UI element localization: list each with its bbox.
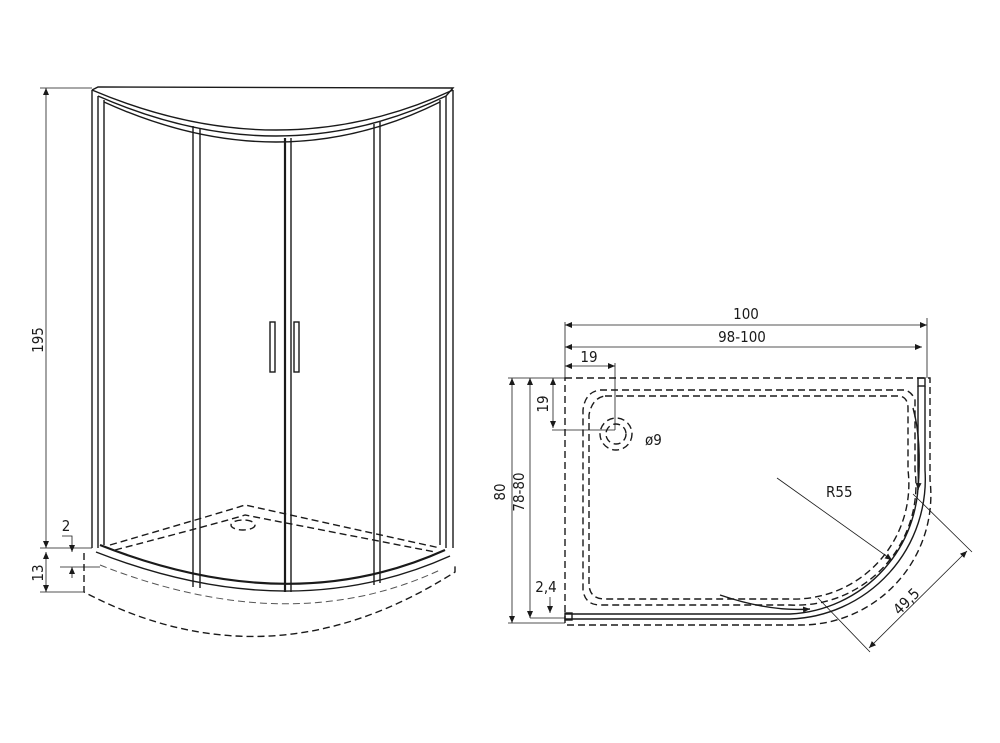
dimension-195: 195 bbox=[29, 87, 92, 549]
dimension-78-80: 78-80 bbox=[510, 378, 565, 619]
dimension-80: 80 bbox=[491, 377, 565, 624]
drain-offset-x-label: 19 bbox=[580, 348, 597, 366]
dimension-2: 2 bbox=[60, 517, 100, 578]
enclosure-frame bbox=[91, 86, 455, 592]
drain-inner bbox=[605, 423, 627, 445]
dimension-drain-y: 19 bbox=[534, 378, 615, 431]
enclosure-plan bbox=[564, 377, 926, 621]
drain-offset-y-label: 19 bbox=[534, 395, 552, 412]
tray-offset-label: 2 bbox=[62, 517, 71, 535]
drain-outer bbox=[599, 417, 633, 451]
profile-width-label: 2,4 bbox=[535, 578, 556, 596]
shower-tray-outline bbox=[83, 504, 456, 638]
radius-label: R55 bbox=[826, 483, 853, 501]
depth-total-label: 80 bbox=[491, 483, 509, 500]
drain-diameter-label: ø9 bbox=[645, 431, 662, 449]
plan-view: 100 98-100 19 19 ø9 R55 80 78- bbox=[491, 305, 973, 653]
tray-plan-outline bbox=[564, 377, 932, 626]
dimension-radius: R55 bbox=[776, 477, 893, 561]
width-total-label: 100 bbox=[733, 305, 759, 323]
door-handle-left bbox=[269, 321, 276, 373]
door-handle-right bbox=[293, 321, 300, 373]
dimension-13: 13 bbox=[29, 552, 84, 593]
width-adjust-label: 98-100 bbox=[718, 328, 766, 346]
dimension-2-4: 2,4 bbox=[535, 578, 557, 613]
dimension-drain-x: 19 bbox=[565, 348, 616, 430]
elevation-view: 195 13 2 bbox=[29, 86, 456, 638]
dimension-49-5: 49,5 bbox=[817, 493, 973, 653]
dimension-98-100: 98-100 bbox=[565, 328, 922, 350]
tray-height-label: 13 bbox=[29, 564, 47, 581]
height-total-label: 195 bbox=[29, 327, 47, 353]
door-opening-label: 49,5 bbox=[889, 584, 923, 618]
depth-adjust-label: 78-80 bbox=[510, 472, 528, 511]
